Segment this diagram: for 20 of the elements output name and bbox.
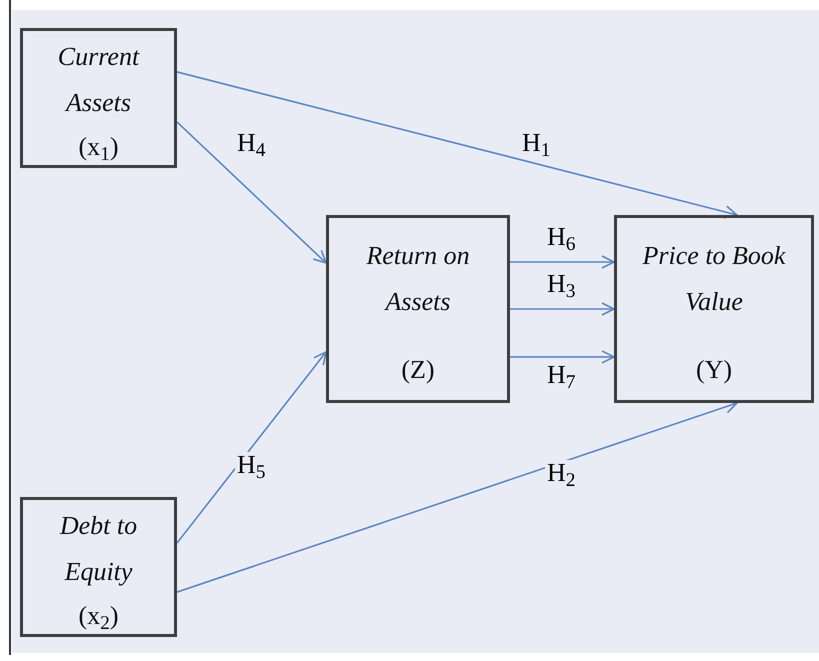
variable-box [20, 28, 177, 168]
variable-name: Current Assets [56, 40, 141, 120]
variable-box [326, 215, 510, 403]
arrow [176, 71, 738, 219]
variable-symbol: (Y) [694, 354, 734, 386]
arrow [510, 302, 615, 316]
variable-name: Return on Assets [365, 240, 471, 318]
variable-symbol: (Z) [400, 354, 436, 386]
arrow [510, 255, 615, 269]
variable-box [20, 497, 177, 637]
variable-symbol: (x$_{1}$) [77, 131, 120, 162]
arrow [510, 350, 615, 364]
variable-symbol: (x$_{2}$) [77, 600, 120, 632]
variable-box [614, 215, 814, 403]
edge-label: H$_{5}$ [235, 452, 268, 478]
arrow [176, 121, 327, 264]
arrow [176, 400, 738, 593]
arrow [176, 351, 327, 544]
variable-name: Debt to Equity [58, 510, 138, 588]
variable-name: Price to Book Value [641, 240, 787, 318]
